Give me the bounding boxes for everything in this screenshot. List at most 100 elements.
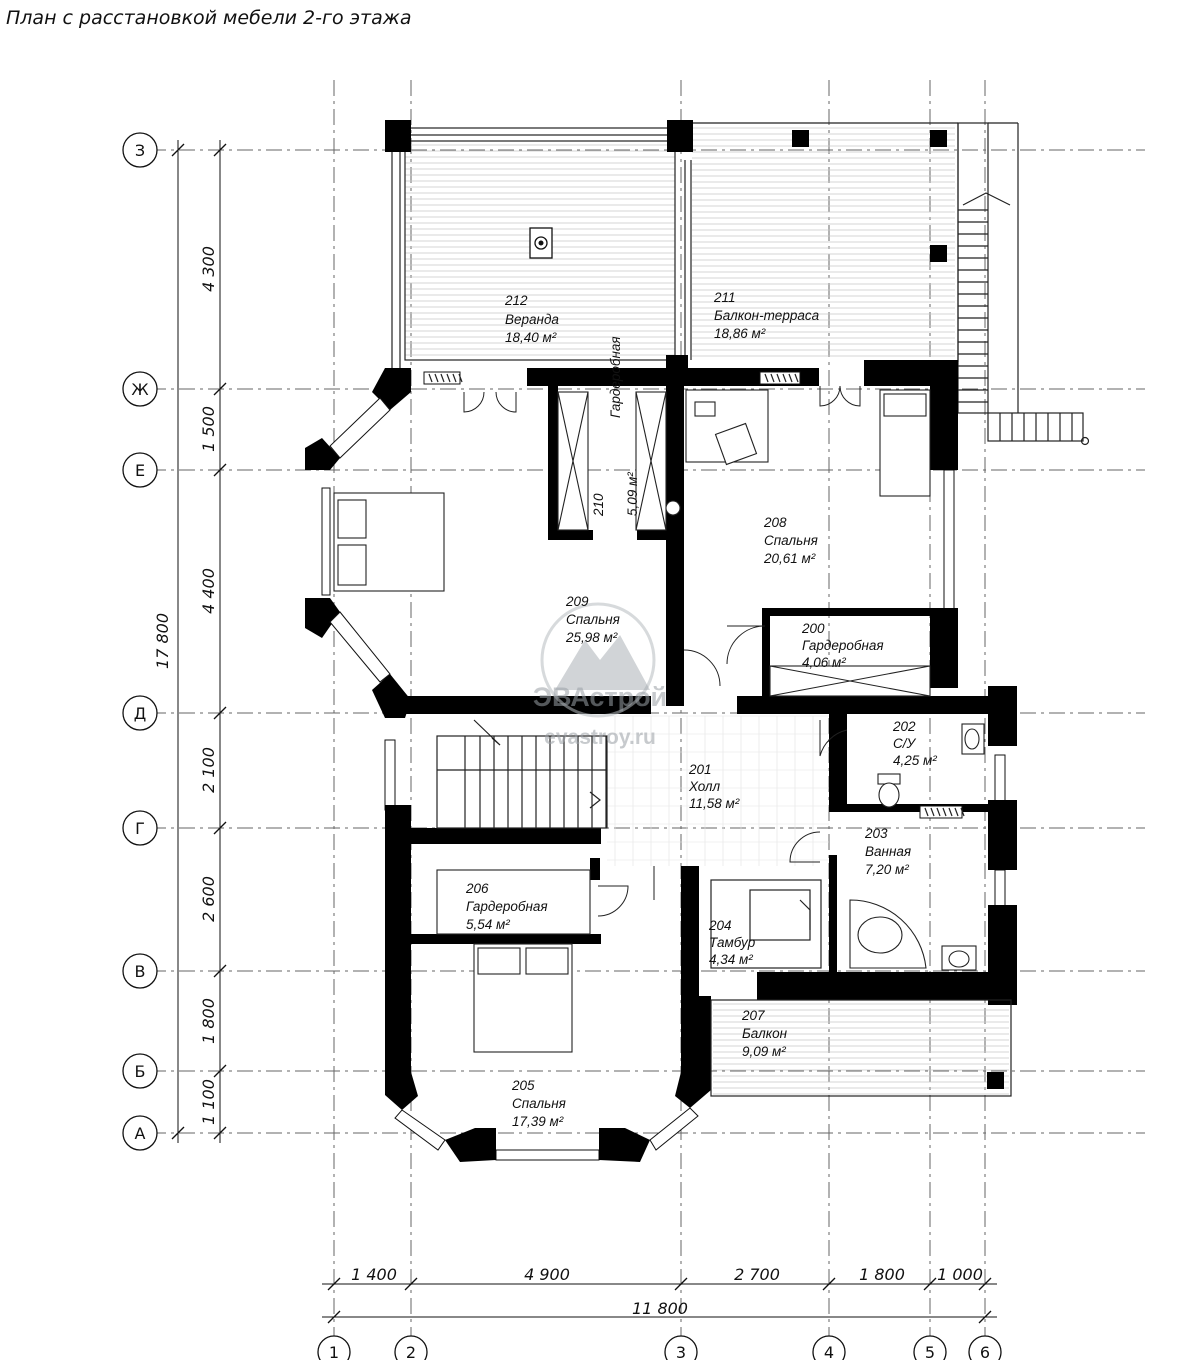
svg-text:Г: Г xyxy=(135,819,145,838)
room-number: 209 xyxy=(565,594,589,609)
room-number: 201 xyxy=(688,762,712,777)
room-number: 204 xyxy=(708,918,732,933)
room-name: Спальня xyxy=(764,533,818,548)
room-label-veranda: 212 Веранда 18,40 м² xyxy=(504,293,559,345)
svg-text:3: 3 xyxy=(676,1343,686,1360)
dim-horizontal: 1 400 xyxy=(351,1265,397,1284)
room-name: С/У xyxy=(893,736,917,751)
dim-horizontal: 4 900 xyxy=(524,1265,570,1284)
room-number: 211 xyxy=(713,290,736,305)
furniture xyxy=(333,389,985,1053)
dim-vertical: 2 100 xyxy=(199,747,218,793)
watermark-site: evastroy.ru xyxy=(544,726,656,749)
svg-text:5: 5 xyxy=(925,1343,935,1360)
room-name: Холл xyxy=(688,779,721,794)
axis-marker-row: Ж xyxy=(122,371,158,407)
axis-marker-row: З xyxy=(122,132,158,168)
vertical-dimensions: 17 800 4 300 1 500 4 400 2 100 2 600 1 8… xyxy=(153,140,227,1143)
dim-vertical: 1 500 xyxy=(199,406,218,452)
room-number: 210 xyxy=(591,493,606,517)
room-name: Ванная xyxy=(865,844,911,859)
axis-marker-col: 5 xyxy=(913,1335,947,1360)
svg-text:З: З xyxy=(135,141,145,160)
dim-horizontal: 1 800 xyxy=(859,1265,905,1284)
room-label-wardrobe-200: 200 Гардеробная 4,06 м² xyxy=(801,621,884,670)
svg-text:В: В xyxy=(135,962,146,981)
axis-marker-row: Е xyxy=(122,452,158,488)
room-label-tambur-204: 204 Тамбур 4,34 м² xyxy=(708,918,756,967)
axis-marker-row: А xyxy=(122,1115,158,1151)
dim-total-horizontal: 11 800 xyxy=(632,1299,688,1318)
axis-marker-col: 3 xyxy=(664,1335,698,1360)
room-label-wc-202: 202 С/У 4,25 м² xyxy=(892,719,937,768)
room-label-bedroom-205: 205 Спальня 17,39 м² xyxy=(511,1078,566,1129)
room-name: Гардеробная xyxy=(466,899,548,914)
svg-text:2: 2 xyxy=(406,1343,416,1360)
room-number: 207 xyxy=(741,1008,765,1023)
axis-marker-col: 4 xyxy=(812,1335,846,1360)
axis-marker-col: 6 xyxy=(968,1335,1002,1360)
dim-vertical: 1 100 xyxy=(199,1079,218,1125)
room-label-bedroom-208: 208 Спальня 20,61 м² xyxy=(763,515,818,566)
radiators xyxy=(423,371,965,819)
walls xyxy=(305,120,1017,1162)
axis-marker-col: 2 xyxy=(394,1335,428,1360)
room-area: 11,58 м² xyxy=(689,796,740,811)
floor-tiles xyxy=(607,715,829,866)
room-name: Спальня xyxy=(566,612,620,627)
room-label-wardrobe-206: 206 Гардеробная 5,54 м² xyxy=(465,881,548,932)
room-area: 17,39 м² xyxy=(512,1114,564,1129)
row-axis-markers: З Ж Е Д Г В Б А xyxy=(122,132,158,1151)
svg-text:А: А xyxy=(135,1124,146,1143)
dim-vertical: 4 400 xyxy=(199,568,218,614)
room-area: 18,86 м² xyxy=(714,326,766,341)
axis-marker-row: Г xyxy=(122,810,158,846)
room-name: Спальня xyxy=(512,1096,566,1111)
room-number: 200 xyxy=(801,621,825,636)
room-label-balcony-terrace: 211 Балкон-терраса 18,86 м² xyxy=(713,290,820,341)
room-area: 18,40 м² xyxy=(505,330,557,345)
room-area: 25,98 м² xyxy=(565,630,618,645)
room-area: 5,09 м² xyxy=(625,472,640,516)
room-number: 208 xyxy=(763,515,787,530)
room-label-bedroom-209: 209 Спальня 25,98 м² xyxy=(565,594,620,645)
dim-total-vertical: 17 800 xyxy=(153,613,172,669)
deck-hatching xyxy=(405,127,1009,1095)
tambur-staircase xyxy=(710,879,822,969)
column-axis-markers: 1 2 3 4 5 6 xyxy=(317,1335,1002,1360)
terrace-outlines xyxy=(391,122,959,370)
room-area: 4,25 м² xyxy=(893,753,937,768)
svg-text:Е: Е xyxy=(135,461,145,480)
axis-marker-row: Б xyxy=(122,1053,158,1089)
room-name: Веранда xyxy=(505,312,559,327)
dim-horizontal: 2 700 xyxy=(734,1265,780,1284)
svg-text:4: 4 xyxy=(824,1343,834,1360)
room-number: 212 xyxy=(504,293,528,308)
svg-text:1: 1 xyxy=(329,1343,339,1360)
room-area: 7,20 м² xyxy=(865,862,909,877)
dim-horizontal: 1 000 xyxy=(937,1265,983,1284)
room-name: Гардеробная xyxy=(608,336,623,418)
dim-vertical: 4 300 xyxy=(199,246,218,292)
room-label-bathroom-203: 203 Ванная 7,20 м² xyxy=(864,826,911,877)
interior-staircase xyxy=(436,719,608,829)
room-label-wardrobe-210: 210 Гардеробная 5,09 м² xyxy=(591,336,640,517)
room-area: 20,61 м² xyxy=(763,551,816,566)
watermark: ЭВАстрой evastroy.ru xyxy=(533,602,667,749)
room-name: Тамбур xyxy=(709,935,756,950)
svg-text:Д: Д xyxy=(134,704,147,723)
room-number: 205 xyxy=(511,1078,535,1093)
watermark-brand: ЭВАстрой xyxy=(533,682,667,712)
svg-text:Б: Б xyxy=(135,1062,146,1081)
room-name: Гардеробная xyxy=(802,638,884,653)
room-label-hall-201: 201 Холл 11,58 м² xyxy=(688,762,740,811)
axis-marker-row: В xyxy=(122,953,158,989)
axis-marker-col: 1 xyxy=(317,1335,351,1360)
room-labels: 212 Веранда 18,40 м² 211 Балкон-терраса … xyxy=(465,290,937,1129)
room-label-balcony-207: 207 Балкон 9,09 м² xyxy=(741,1008,788,1059)
exterior-staircase xyxy=(957,122,1090,446)
room-number: 202 xyxy=(892,719,916,734)
svg-text:Ж: Ж xyxy=(131,380,148,399)
plan-title: План с расстановкой мебели 2-го этажа xyxy=(6,7,412,29)
